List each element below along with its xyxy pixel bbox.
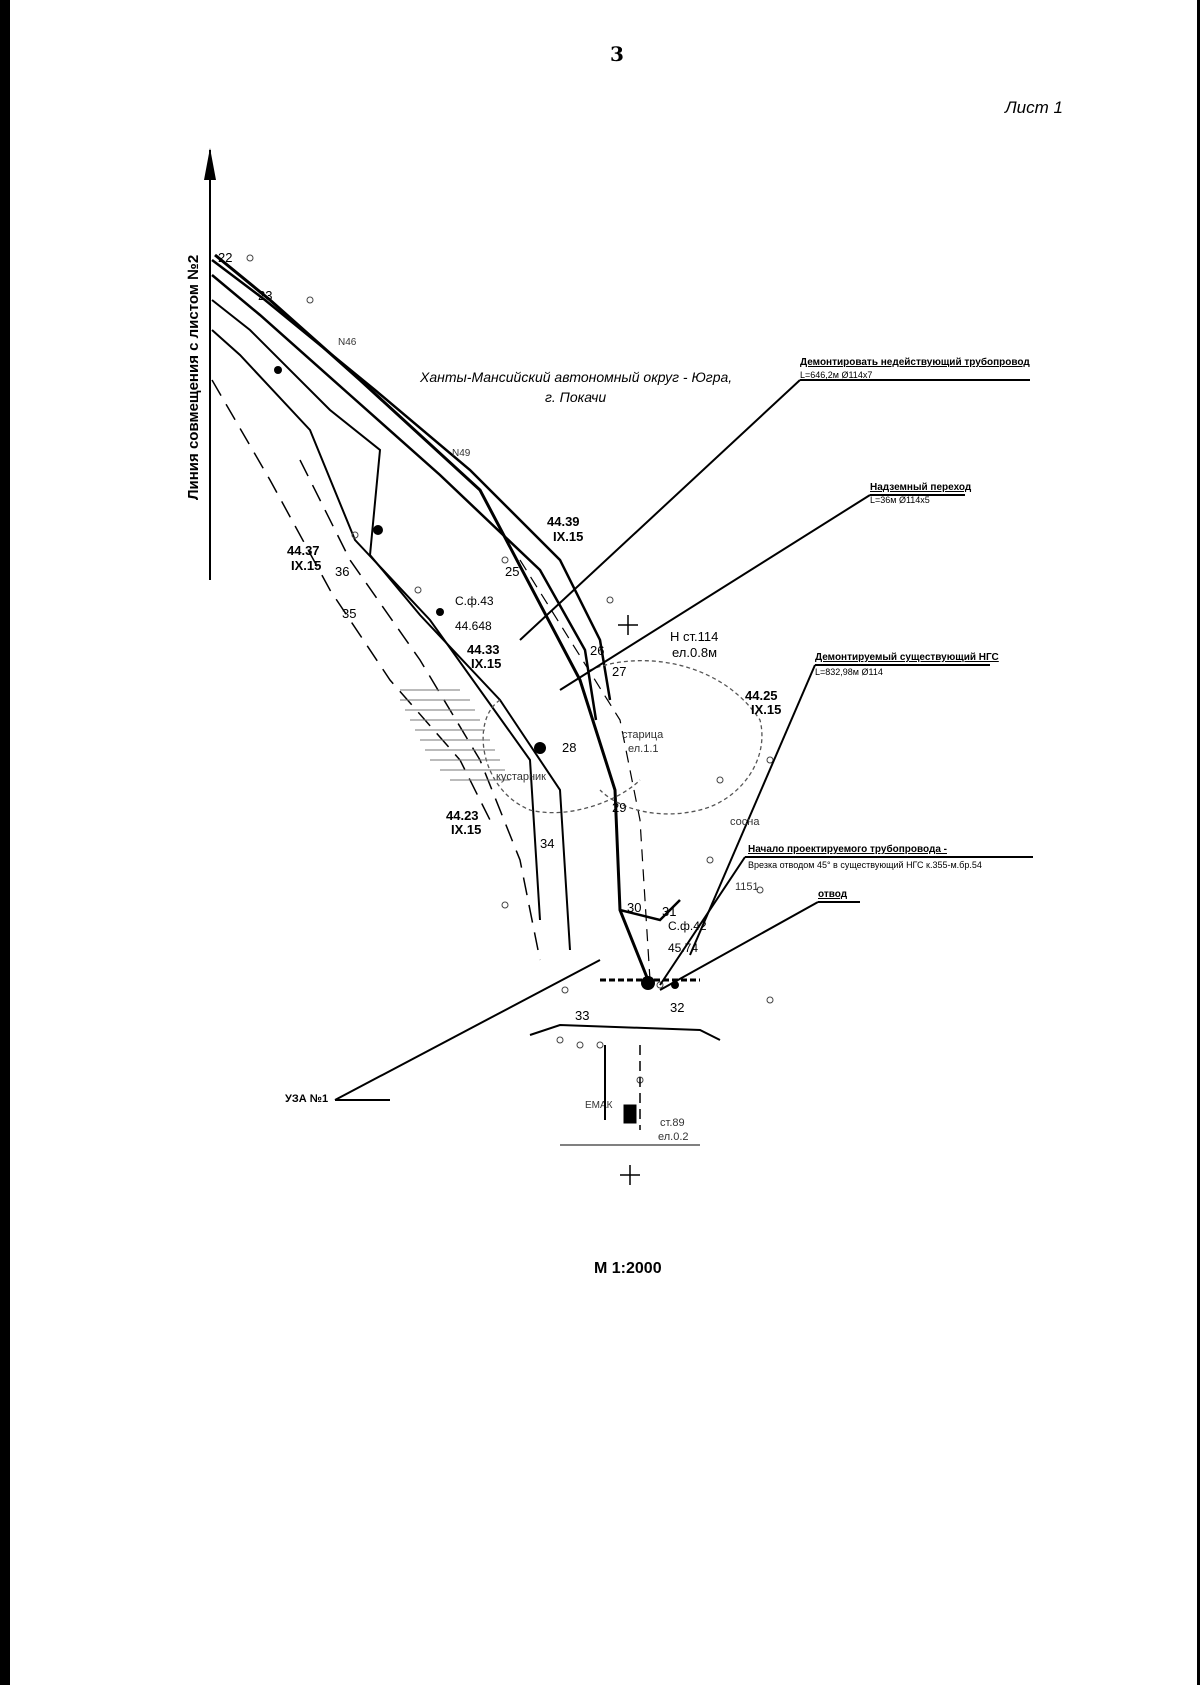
valve-label: УЗА №1 <box>285 1093 328 1105</box>
bottom-note-2: ел.0.2 <box>658 1131 689 1143</box>
elevation-marks: 44.39 IX.15 44.37 IX.15 44.33 IX.15 44.2… <box>287 514 781 837</box>
spot2-value: 45.74 <box>668 941 698 955</box>
point-26: 26 <box>590 643 604 658</box>
point-32: 32 <box>670 1000 684 1015</box>
match-line: Линия совмещения с листом №2 <box>185 148 216 580</box>
elevation-5-code: IX.15 <box>451 822 481 837</box>
pine-label: сосна <box>730 816 760 828</box>
oldbed-label: старица <box>622 729 664 741</box>
elevation-3-code: IX.15 <box>471 656 501 671</box>
spot1-value: 44.648 <box>455 619 492 633</box>
page-number: 3 <box>610 42 624 66</box>
h151-label: 1151 <box>735 881 759 893</box>
point-29: 29 <box>612 800 626 815</box>
elevation-4-value: 44.25 <box>745 688 778 703</box>
dismantle-title: Демонтировать недействующий трубопровод <box>800 356 1030 368</box>
scan-edge-right <box>1197 0 1200 1685</box>
node-dots <box>274 366 679 990</box>
oldbed-sub-label: ел.1.1 <box>628 743 659 755</box>
spot2-label: С.ф.42 <box>668 919 707 933</box>
height-st-label: Н ст.114 <box>670 629 718 644</box>
spot1-label: С.ф.43 <box>455 594 494 608</box>
point-31: 31 <box>662 904 676 919</box>
elevation-1-value: 44.39 <box>547 514 580 529</box>
point-34: 34 <box>540 836 554 851</box>
point-28: 28 <box>562 740 576 755</box>
elevation-5-value: 44.23 <box>446 808 479 823</box>
elevation-4-code: IX.15 <box>751 702 781 717</box>
small-labels: Н ст.114 ел.0.8м старица ел.1.1 кустарни… <box>338 337 760 1143</box>
region-city: г. Покачи <box>545 389 606 405</box>
point-36: 36 <box>335 564 349 579</box>
existing-spec: L=832,98м Ø114 <box>815 667 883 677</box>
shrub-label: кустарник <box>496 771 546 783</box>
branch-label: отвод <box>818 889 848 900</box>
crossing-title: Надземный переход <box>870 482 972 493</box>
oldbed-outline <box>482 660 763 815</box>
elevation-2-code: IX.15 <box>291 558 321 573</box>
point-23: 23 <box>258 288 272 303</box>
tree-markers <box>246 254 774 1084</box>
height-st-sub-label: ел.0.8м <box>672 645 717 660</box>
n49-label: N49 <box>452 448 471 459</box>
match-line-label: Линия совмещения с листом №2 <box>185 255 202 500</box>
start-title: Начало проектируемого трубопровода - <box>748 843 947 855</box>
bottom-note: ст.89 <box>660 1117 685 1129</box>
region-title: Ханты-Мансийский автономный округ - Югра… <box>419 369 732 385</box>
crossing-spec: L=36м Ø114x5 <box>870 495 930 505</box>
point-35: 35 <box>342 606 356 621</box>
dismantle-spec: L=646,2м Ø114x7 <box>800 370 872 380</box>
shrub-hatch <box>400 689 510 781</box>
grid-crosses <box>618 615 640 1185</box>
valve-assembly <box>529 1023 721 1146</box>
n46-label: N46 <box>338 337 357 348</box>
emk-label: ЕМАК <box>585 1100 613 1111</box>
point-33: 33 <box>575 1008 589 1023</box>
scan-edge-left <box>0 0 10 1685</box>
sheet-label: Лист 1 <box>1005 98 1063 117</box>
start-spec: Врезка отводом 45° в существующий НГС к.… <box>748 860 982 870</box>
leader-lines <box>334 379 1033 1101</box>
existing-title: Демонтируемый существующий НГС <box>815 652 999 663</box>
elevation-3-value: 44.33 <box>467 642 500 657</box>
point-30: 30 <box>627 900 641 915</box>
point-22: 22 <box>218 250 232 265</box>
elevation-1-code: IX.15 <box>553 529 583 544</box>
point-25: 25 <box>505 564 519 579</box>
scale-label: М 1:2000 <box>594 1260 662 1277</box>
elevation-2-value: 44.37 <box>287 543 320 558</box>
point-numbers: 22 23 25 26 27 28 29 30 31 32 33 34 35 3… <box>218 250 684 1023</box>
point-27: 27 <box>612 664 626 679</box>
